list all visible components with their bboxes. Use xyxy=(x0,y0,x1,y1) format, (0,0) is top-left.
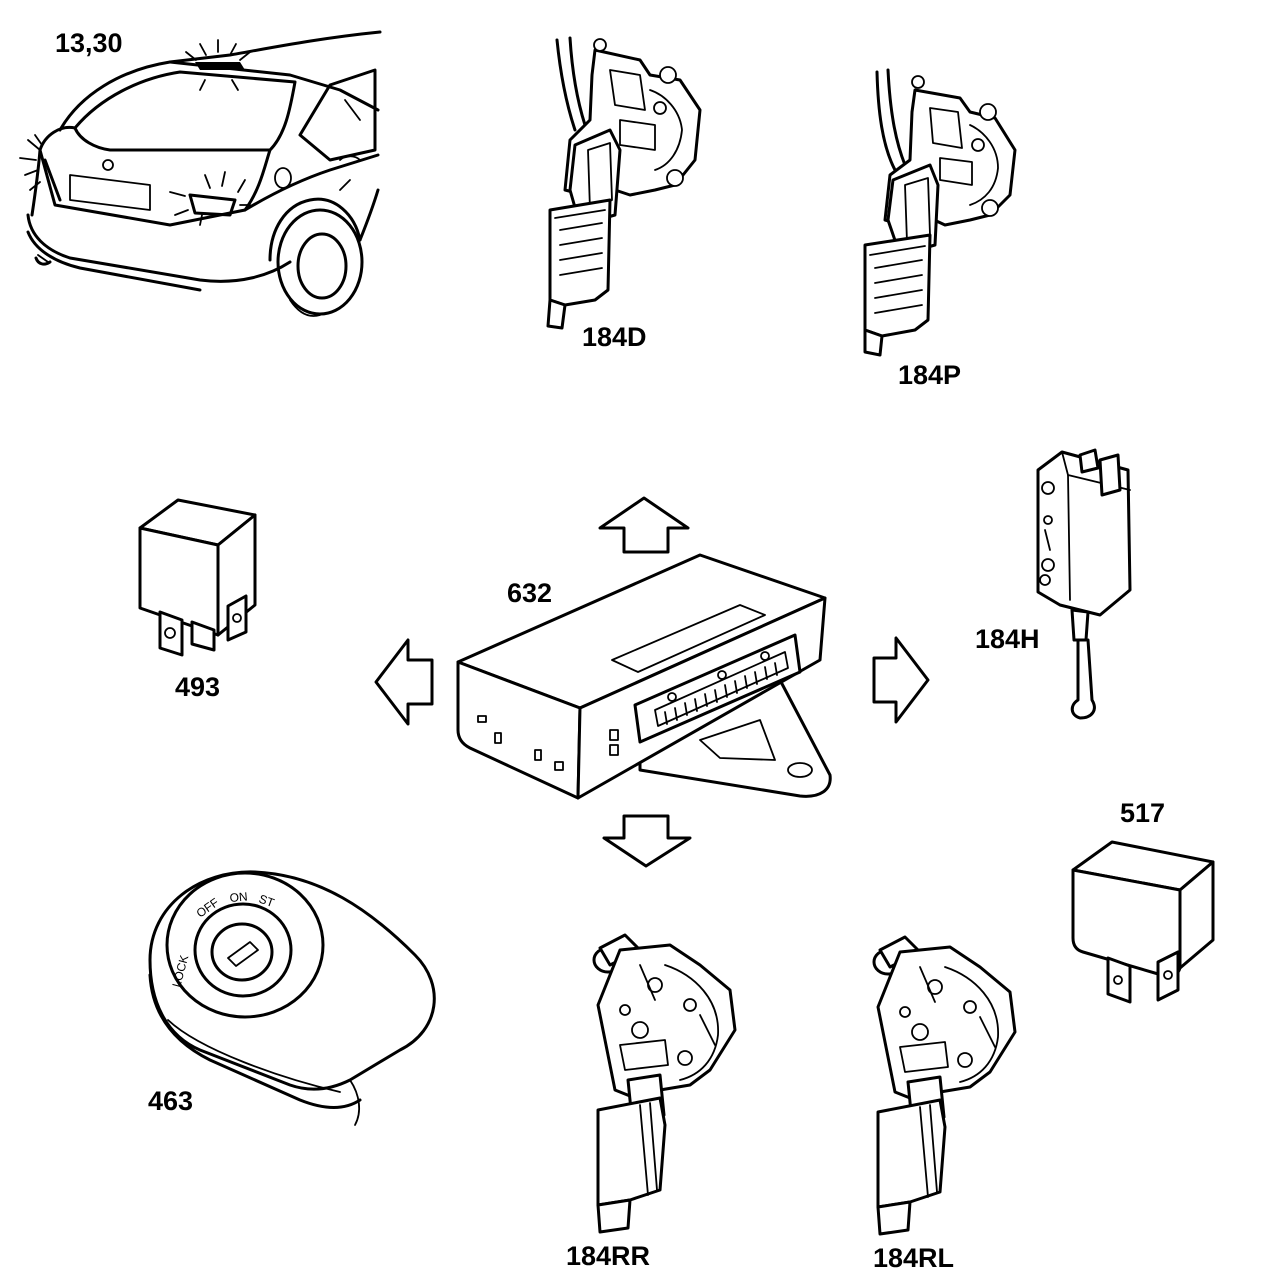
label-lock-front-left: 184D xyxy=(582,322,647,352)
label-relay-493: 493 xyxy=(175,672,220,702)
ignition-label-st: ST xyxy=(257,892,277,911)
relay-517 xyxy=(1071,840,1215,1004)
arrow-right-icon xyxy=(872,636,930,724)
ignition-label-on: ON xyxy=(229,889,248,905)
label-rear-hatch-lock: 184H xyxy=(975,624,1040,654)
arrow-left-icon xyxy=(374,638,434,726)
label-lock-rear-left: 184RL xyxy=(873,1243,954,1273)
door-lock-actuator-front-left xyxy=(546,36,702,330)
tailgate-lock-actuator xyxy=(1036,448,1132,720)
label-lock-rear-right: 184RR xyxy=(566,1241,650,1271)
relay-493 xyxy=(138,498,257,657)
label-car-lights: 13,30 xyxy=(55,28,123,58)
label-lock-front-right: 184P xyxy=(898,360,961,390)
central-locking-control-module xyxy=(456,553,832,800)
door-lock-actuator-front-right xyxy=(863,68,1017,357)
ignition-switch: LOCK OFF ON ST xyxy=(148,870,436,1126)
door-lock-actuator-rear-right xyxy=(592,933,737,1234)
arrow-up-icon xyxy=(598,496,690,554)
label-ignition-switch: 463 xyxy=(148,1086,193,1116)
arrow-down-icon xyxy=(602,814,692,868)
label-control-module: 632 xyxy=(507,578,552,608)
car-rear-illustration xyxy=(19,30,382,317)
door-lock-actuator-rear-left xyxy=(872,935,1017,1236)
label-relay-517: 517 xyxy=(1120,798,1165,828)
